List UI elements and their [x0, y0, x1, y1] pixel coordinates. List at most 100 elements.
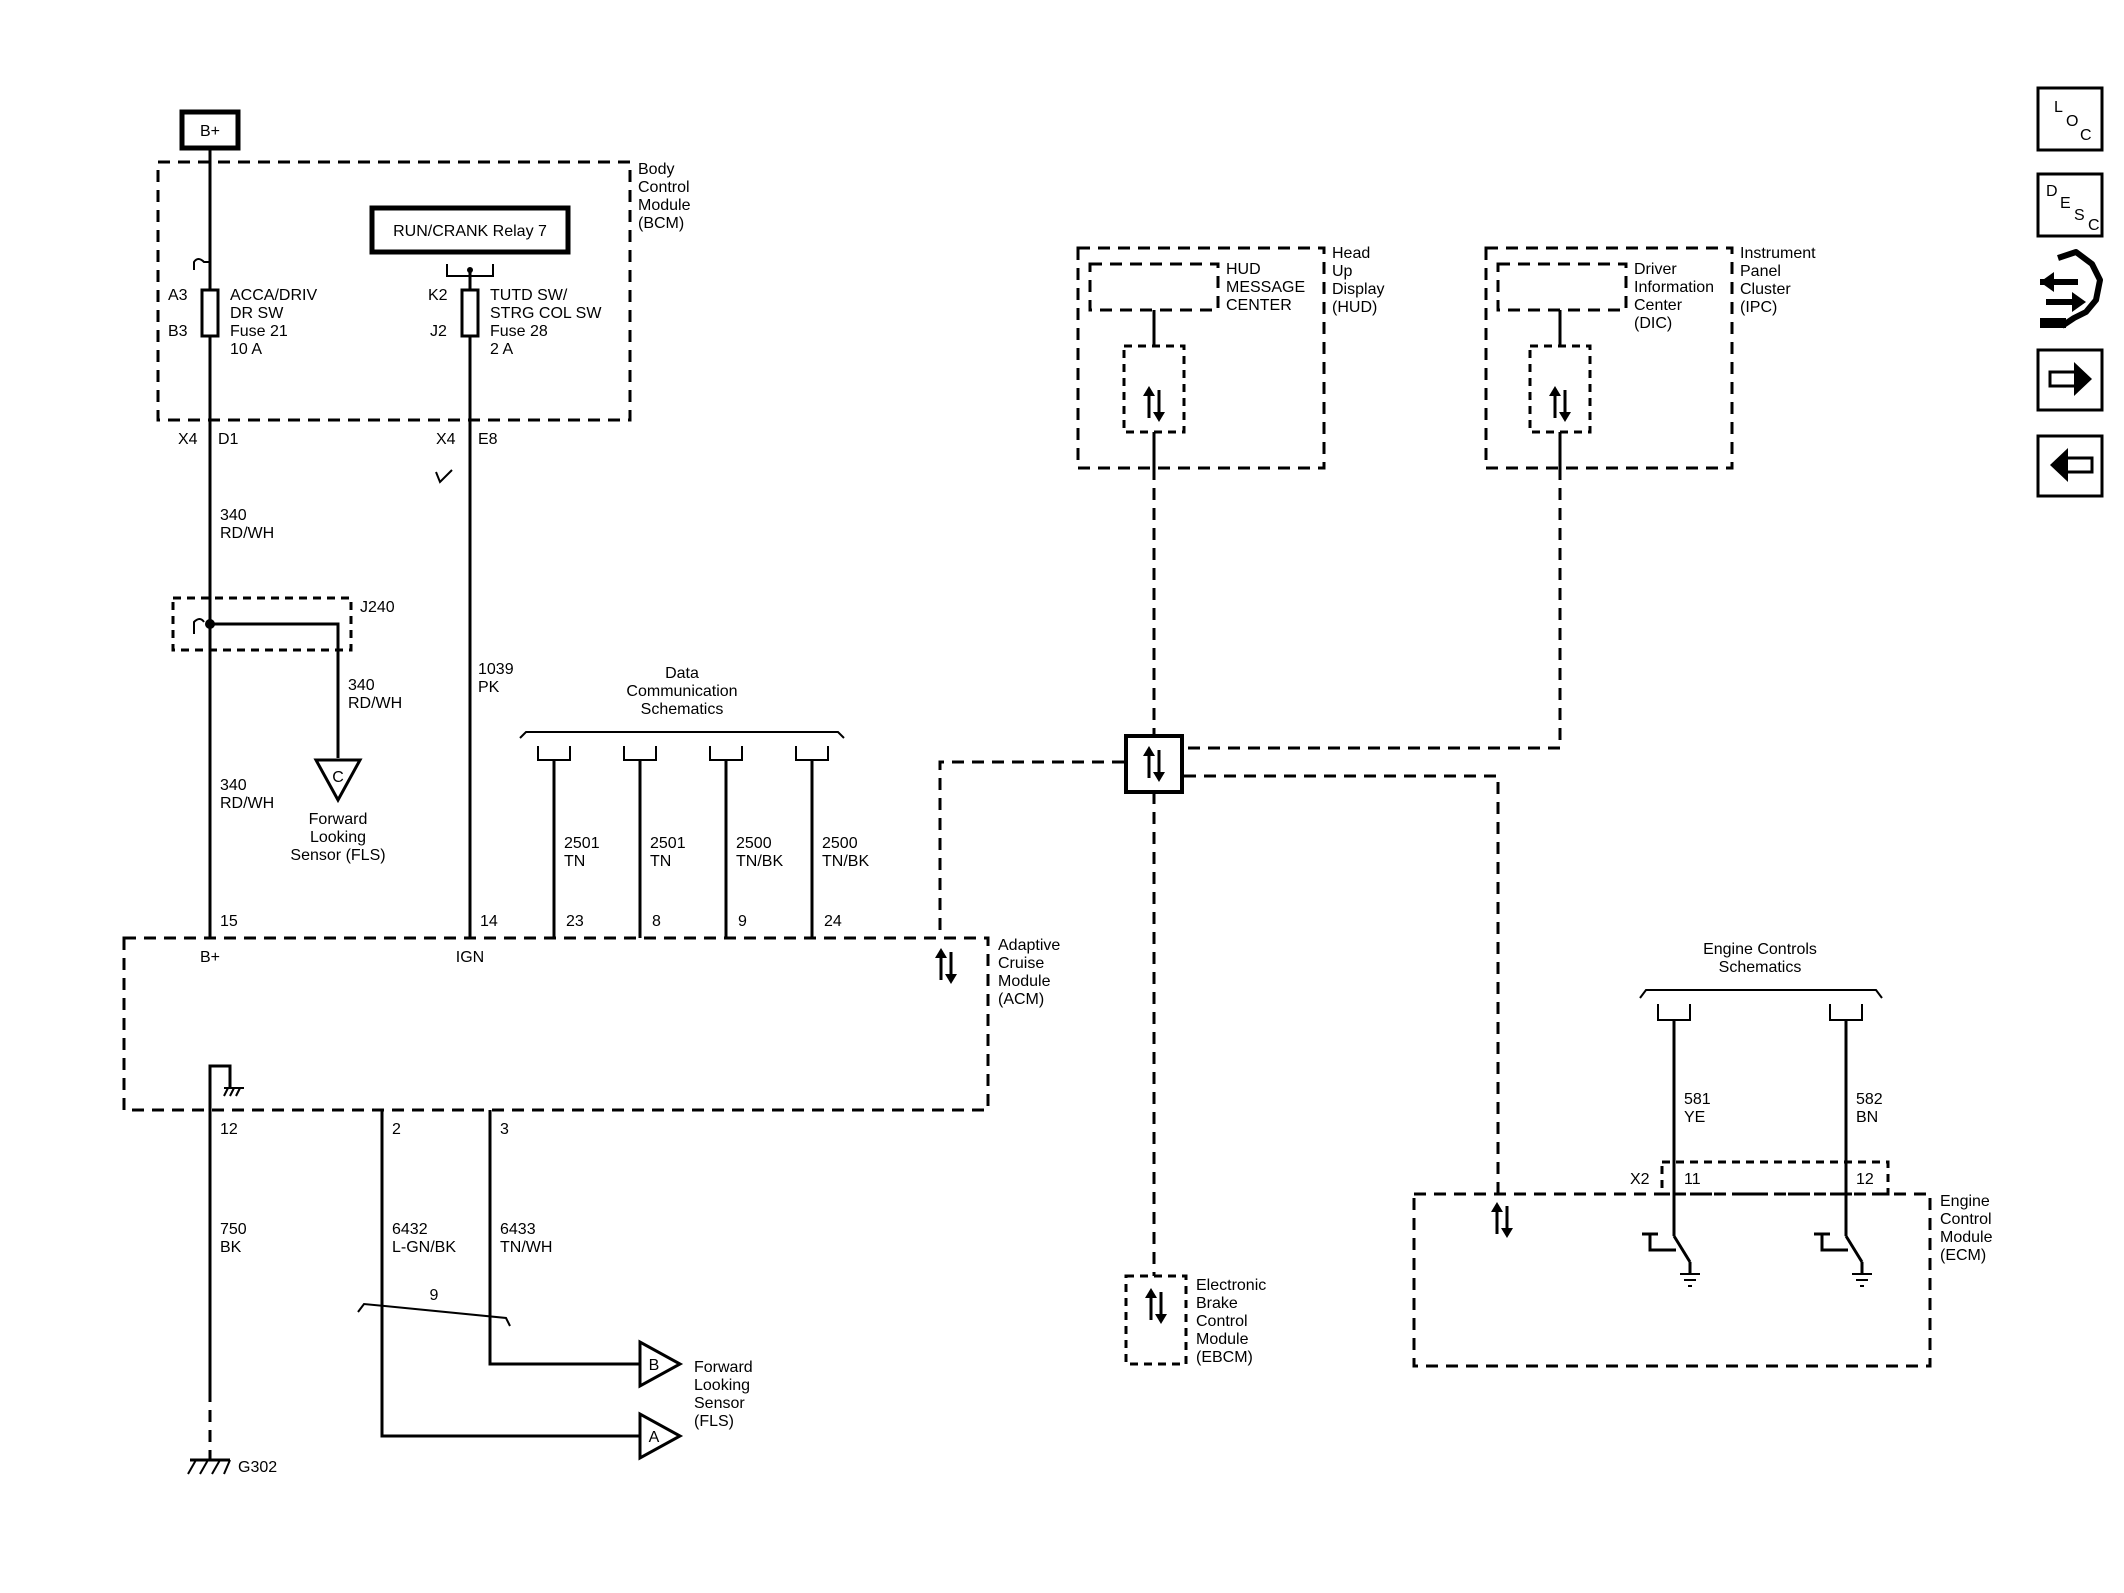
connector-tool-icon[interactable] [2040, 249, 2103, 329]
svg-text:Display: Display [1332, 281, 1384, 298]
fuse-28: K2 J2 TUTD SW/ STRG COL SW Fuse 28 2 A [428, 264, 602, 358]
svg-text:582: 582 [1856, 1091, 1883, 1108]
svg-text:BN: BN [1856, 1109, 1878, 1126]
svg-text:Looking: Looking [310, 829, 366, 846]
connector-break-e8 [435, 469, 453, 484]
svg-text:581: 581 [1684, 1091, 1711, 1108]
data-communication-bracket: Data Communication Schematics [519, 665, 845, 761]
svg-text:TN: TN [650, 853, 671, 870]
svg-text:1039: 1039 [478, 661, 514, 678]
svg-text:Engine Controls: Engine Controls [1703, 941, 1817, 958]
serial-data-bus [938, 468, 1562, 1276]
svg-text:Module: Module [638, 197, 691, 214]
svg-text:9: 9 [738, 913, 747, 930]
svg-text:A: A [649, 1429, 660, 1446]
svg-text:D: D [2046, 183, 2058, 200]
loc-icon[interactable]: L O C [2036, 86, 2104, 152]
ground-g302: G302 [187, 1458, 277, 1476]
svg-text:2501: 2501 [650, 835, 686, 852]
svg-text:Forward: Forward [694, 1359, 753, 1376]
svg-text:DR SW: DR SW [230, 305, 284, 322]
svg-text:(FLS): (FLS) [694, 1413, 734, 1430]
svg-text:PK: PK [478, 679, 500, 696]
svg-text:Instrument: Instrument [1740, 245, 1816, 262]
wire-label-582: 582 BN [1856, 1091, 1883, 1126]
svg-text:L-GN/BK: L-GN/BK [392, 1239, 456, 1256]
svg-text:2: 2 [392, 1121, 401, 1138]
svg-text:Sensor (FLS): Sensor (FLS) [290, 847, 385, 864]
svg-text:15: 15 [220, 913, 238, 930]
svg-text:340: 340 [220, 507, 247, 524]
wire-label-1039: 1039 PK [478, 661, 514, 696]
svg-text:(BCM): (BCM) [638, 215, 684, 232]
desc-icon[interactable]: D E S C [2036, 172, 2104, 238]
bcm-connector-e8: X4 E8 [436, 431, 498, 448]
svg-text:Communication: Communication [626, 683, 737, 700]
svg-text:X4: X4 [178, 431, 198, 448]
svg-text:Data: Data [665, 665, 699, 682]
svg-text:2501: 2501 [564, 835, 600, 852]
svg-text:Information: Information [1634, 279, 1714, 296]
svg-text:(EBCM): (EBCM) [1196, 1349, 1253, 1366]
forward-arrow-icon[interactable] [2036, 348, 2104, 412]
svg-text:RD/WH: RD/WH [348, 695, 402, 712]
svg-text:Center: Center [1634, 297, 1683, 314]
svg-text:X2: X2 [1630, 1171, 1650, 1188]
svg-text:B+: B+ [200, 949, 220, 966]
svg-text:YE: YE [1684, 1109, 1705, 1126]
svg-text:Looking: Looking [694, 1377, 750, 1394]
svg-text:Module: Module [998, 973, 1051, 990]
bcm-module: Body Control Module (BCM) [156, 160, 691, 422]
ecm-switch-582 [1814, 1232, 1872, 1287]
svg-text:(HUD): (HUD) [1332, 299, 1377, 316]
twisted-pair-marker: 9 [357, 1287, 511, 1327]
wire-label-750: 750 BK [220, 1221, 247, 1256]
svg-text:RD/WH: RD/WH [220, 525, 274, 542]
svg-text:IGN: IGN [456, 949, 484, 966]
wire-6432 [380, 1110, 640, 1438]
svg-text:(DIC): (DIC) [1634, 315, 1672, 332]
svg-text:23: 23 [566, 913, 584, 930]
svg-text:Brake: Brake [1196, 1295, 1238, 1312]
svg-text:Electronic: Electronic [1196, 1277, 1266, 1294]
svg-text:TN/BK: TN/BK [736, 853, 783, 870]
svg-text:K2: K2 [428, 287, 448, 304]
wire-label-340-lower: 340 RD/WH [220, 777, 274, 812]
power-source-b-plus: B+ [179, 109, 241, 151]
svg-text:Driver: Driver [1634, 261, 1677, 278]
svg-text:D1: D1 [218, 431, 239, 448]
svg-text:340: 340 [220, 777, 247, 794]
serial-data-junction [1124, 734, 1184, 794]
svg-text:Up: Up [1332, 263, 1353, 280]
wire-label-340-upper: 340 RD/WH [220, 507, 274, 542]
svg-text:HUD: HUD [1226, 261, 1261, 278]
svg-text:RD/WH: RD/WH [220, 795, 274, 812]
back-arrow-icon[interactable] [2036, 434, 2104, 498]
ecm-switch-581 [1642, 1232, 1700, 1287]
svg-text:Panel: Panel [1740, 263, 1781, 280]
svg-text:ACCA/DRIV: ACCA/DRIV [230, 287, 317, 304]
hud-module: HUD MESSAGE CENTER Head Up Display (HUD) [1076, 245, 1384, 470]
svg-text:O: O [2066, 113, 2078, 130]
svg-text:Control: Control [638, 179, 690, 196]
svg-text:E: E [2060, 195, 2071, 212]
ipc-module: Driver Information Center (DIC) Instrume… [1484, 245, 1816, 470]
svg-text:TN/WH: TN/WH [500, 1239, 552, 1256]
svg-text:J2: J2 [430, 323, 447, 340]
svg-text:Schematics: Schematics [641, 701, 724, 718]
svg-text:Fuse 28: Fuse 28 [490, 323, 548, 340]
run-crank-relay: RUN/CRANK Relay 7 [369, 205, 571, 255]
acm-internal-ground [208, 1064, 244, 1110]
svg-text:750: 750 [220, 1221, 247, 1238]
wire-6433 [488, 1110, 640, 1366]
wire-label-581: 581 YE [1684, 1091, 1711, 1126]
svg-text:24: 24 [824, 913, 842, 930]
wire-label-2501-a: 2501 TN [564, 835, 600, 870]
svg-text:RUN/CRANK Relay 7: RUN/CRANK Relay 7 [393, 223, 547, 240]
wire-label-2500-a: 2500 TN/BK [736, 835, 783, 870]
svg-text:Control: Control [1940, 1211, 1992, 1228]
fls-connector-c: C Forward Looking Sensor (FLS) [290, 758, 386, 864]
svg-text:Module: Module [1940, 1229, 1993, 1246]
svg-text:Head: Head [1332, 245, 1370, 262]
svg-text:2500: 2500 [822, 835, 858, 852]
